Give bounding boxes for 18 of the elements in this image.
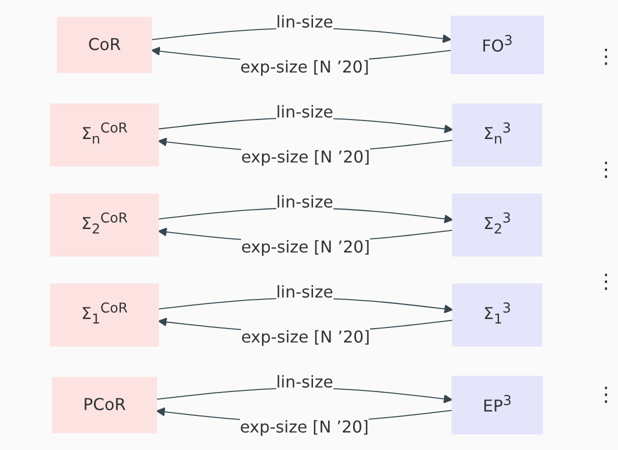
node-box: FO$^{3}$	[450, 16, 544, 74]
edge-label: lin-size	[276, 282, 334, 302]
edge-label: exp-size [N ’20]	[241, 147, 370, 167]
ellipsis-label: ⋮	[596, 44, 616, 68]
ellipsis-label: ⋮	[596, 156, 616, 181]
ellipsis-label: ⋮	[596, 382, 616, 406]
edge-label: lin-size	[276, 12, 334, 32]
edge-label: exp-size [N ’20]	[241, 327, 370, 347]
node-box: PCoR	[52, 376, 158, 434]
edge-label: exp-size [N ’20]	[241, 237, 370, 257]
edge-label: lin-size	[276, 102, 334, 122]
edge-label: lin-size	[276, 192, 334, 212]
ellipsis-label: ⋮	[596, 269, 616, 294]
edge-label: exp-size [N ’20]	[240, 417, 369, 437]
node-box: CoR	[56, 16, 152, 74]
node-box: EP$^{3}$	[452, 376, 543, 434]
edge-label: lin-size	[276, 372, 334, 392]
edge-label: exp-size [N ’20]	[240, 57, 370, 77]
